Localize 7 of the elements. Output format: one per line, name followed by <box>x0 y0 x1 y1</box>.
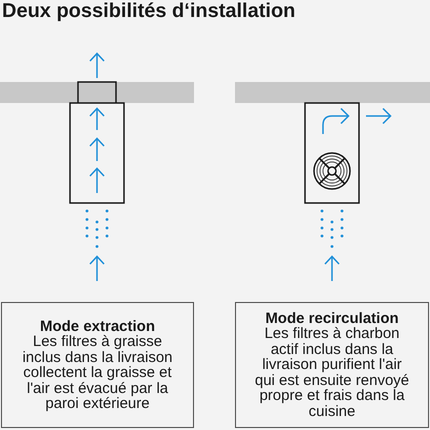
mode-description: Les filtres à charbon actif inclus dans la livraison purifient l'air qui est ensuite renvoyé propre et frais dans la cuisine <box>254 326 410 420</box>
mode-panel <box>235 302 429 428</box>
mode-heading: Mode recirculation <box>265 310 399 326</box>
mode-heading: Mode extraction <box>40 318 156 334</box>
diagram-title: Deux possibilités d‘installation <box>2 0 296 23</box>
mode-description: Les filtres à graisse inclus dans la livraison collectent la graisse et l'air est évacué par la paroi extérieure <box>21 334 174 412</box>
mode-panel <box>1 302 194 428</box>
